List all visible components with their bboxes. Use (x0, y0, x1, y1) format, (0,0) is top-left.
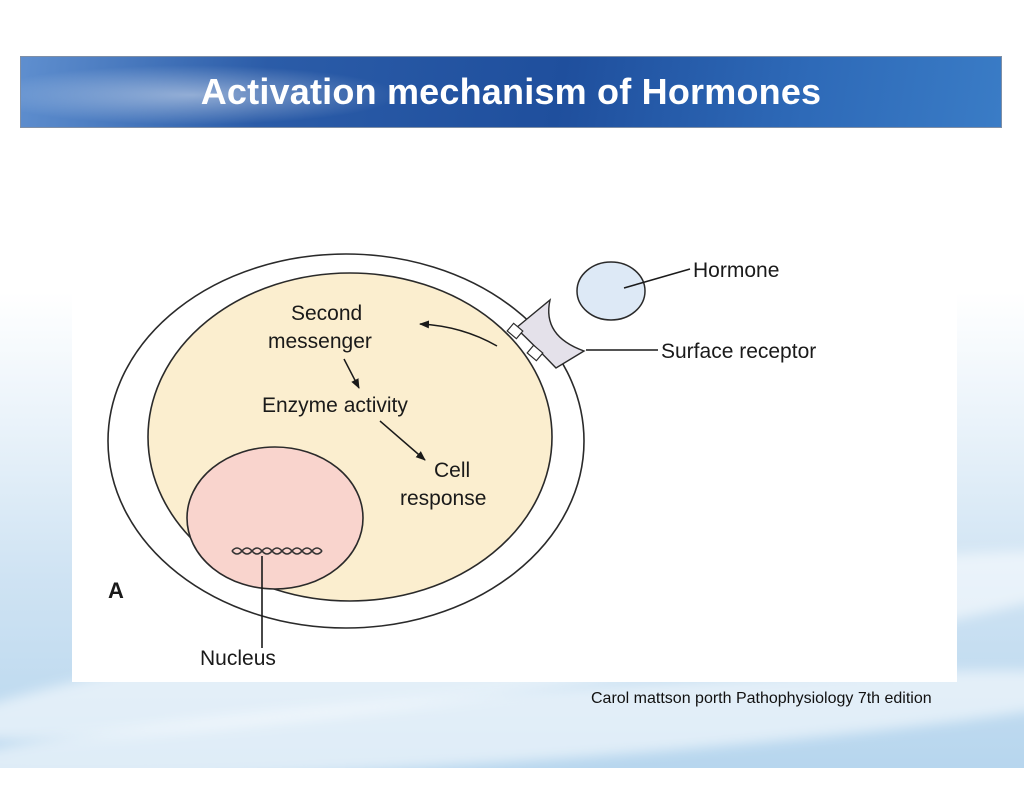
surface-receptor (514, 298, 586, 369)
label-second-messenger-line1: Second (291, 302, 362, 325)
panel-letter: A (108, 578, 124, 603)
receptor-channel (506, 322, 524, 340)
hormone-leader-line (623, 268, 691, 289)
title-bar: Activation mechanism of Hormones (20, 56, 1002, 128)
figure-panel: Hormone Surface receptor Second messenge… (72, 196, 957, 682)
dna-strand (231, 547, 323, 555)
citation: Carol mattson porth Pathophysiology 7th … (591, 690, 932, 707)
label-cell-response-line1: Cell (434, 459, 470, 482)
arrow-enzyme-to-response (379, 420, 426, 461)
arrow-receptor-to-messenger (419, 320, 498, 347)
nucleus (186, 446, 364, 590)
label-nucleus: Nucleus (200, 647, 276, 670)
dna-strand (231, 547, 323, 555)
receptor-channel (526, 344, 544, 362)
label-surface-receptor: Surface receptor (661, 340, 816, 363)
cell-diagram: Hormone Surface receptor Second messenge… (107, 253, 816, 670)
label-enzyme-activity: Enzyme activity (262, 394, 408, 417)
hormone-molecule (576, 261, 646, 321)
label-hormone: Hormone (693, 259, 779, 282)
label-cell-response-line2: response (400, 487, 486, 510)
slide-title: Activation mechanism of Hormones (200, 71, 822, 112)
label-second-messenger-line2: messenger (268, 330, 372, 353)
arrow-messenger-to-enzyme (343, 358, 360, 389)
